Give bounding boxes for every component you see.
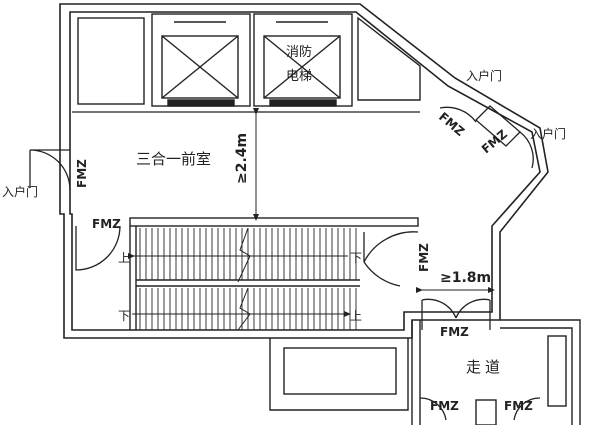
stair-up-label-1: 上 — [118, 251, 130, 265]
fm-door-bottom-right: FMZ — [504, 399, 533, 413]
fm-door-right: FMZ — [479, 127, 510, 156]
fm-door-bottom-left: FMZ — [430, 399, 459, 413]
stair-arrows — [128, 227, 351, 331]
fm-door-top: FMZ — [436, 110, 467, 139]
elevator-2-fire — [253, 13, 353, 107]
fm-door-corridor: FMZ — [440, 325, 469, 339]
lower-wall — [269, 338, 409, 411]
fm-door-left: FMZ — [75, 159, 89, 188]
entry-door-label-right: 入户门 — [530, 126, 566, 141]
fm-door-stair-right: FMZ — [417, 243, 431, 272]
room-top-left — [77, 17, 145, 105]
fire-elevator-label-2: 电梯 — [286, 69, 312, 84]
room-width-label: ≥2.4m — [234, 133, 250, 184]
stair-treads — [139, 228, 357, 330]
doors — [29, 105, 541, 421]
stair-down-label-1: 下 — [350, 251, 362, 265]
fm-door-stair-left: FMZ — [92, 217, 121, 231]
entry-door-label-left: 入户门 — [2, 184, 38, 199]
fire-elevator-label-1: 消防 — [286, 44, 312, 60]
corridor-label: 走道 — [466, 358, 504, 376]
stair-up-label-2: 上 — [350, 309, 362, 323]
front-room-label: 三合一前室 — [136, 150, 211, 168]
corridor-width-label: ≥1.8m — [440, 270, 491, 286]
stair-down-label-2: 下 — [118, 309, 130, 323]
entry-door-label-top: 入户门 — [466, 68, 502, 83]
elevator-1 — [151, 13, 251, 107]
corridor-walls — [411, 319, 581, 425]
shaft-top-right — [357, 16, 421, 101]
